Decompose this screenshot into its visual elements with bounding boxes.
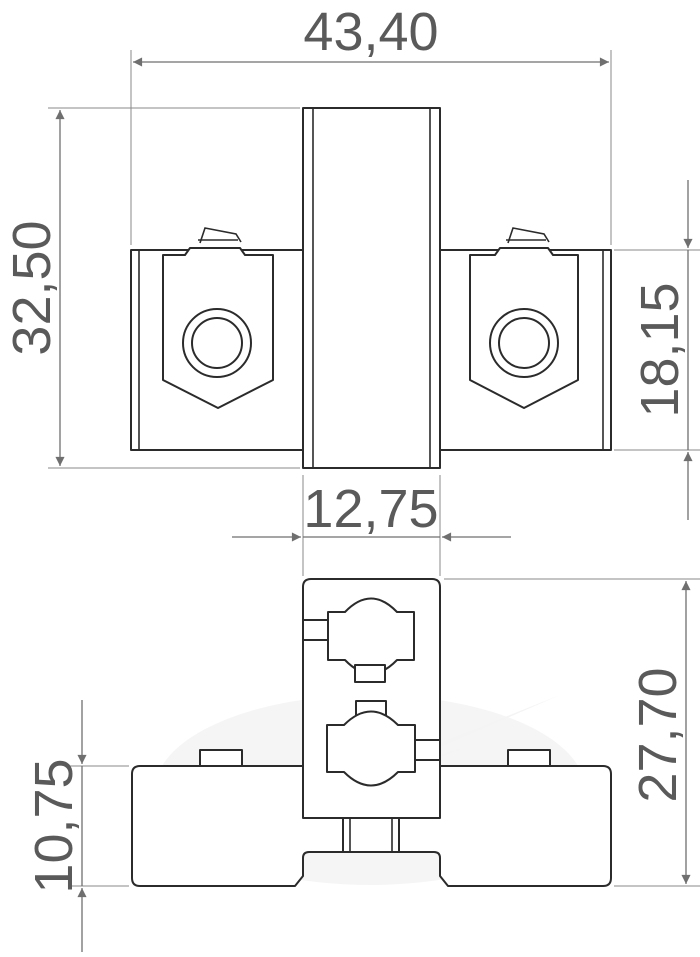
bottom-view	[131, 578, 612, 887]
dimension-base-height: 10,75	[24, 700, 129, 952]
dimension-overall-width: 43,40	[130, 2, 612, 245]
dimension-overall-height: 32,50	[2, 107, 300, 469]
left-stud	[199, 749, 243, 767]
column-neck	[342, 817, 400, 853]
dimension-label-overall-width: 43,40	[303, 2, 438, 62]
dimension-label-overall-height: 32,50	[2, 220, 62, 355]
lower-clamp	[326, 700, 441, 787]
right-terminal	[469, 227, 579, 409]
dimension-label-lower-height: 27,70	[628, 667, 688, 802]
top-view	[130, 107, 612, 469]
dimension-label-side-height: 18,15	[630, 282, 690, 417]
dimension-lower-height: 27,70	[444, 578, 700, 887]
dimension-side-height: 18,15	[614, 180, 700, 520]
left-terminal	[162, 227, 274, 409]
dimension-center-width: 12,75	[232, 475, 511, 576]
right-stud	[507, 749, 551, 767]
upper-clamp	[302, 597, 415, 683]
center-body	[302, 107, 441, 469]
dimension-label-base-height: 10,75	[24, 758, 84, 893]
dimension-label-center-width: 12,75	[303, 479, 438, 539]
